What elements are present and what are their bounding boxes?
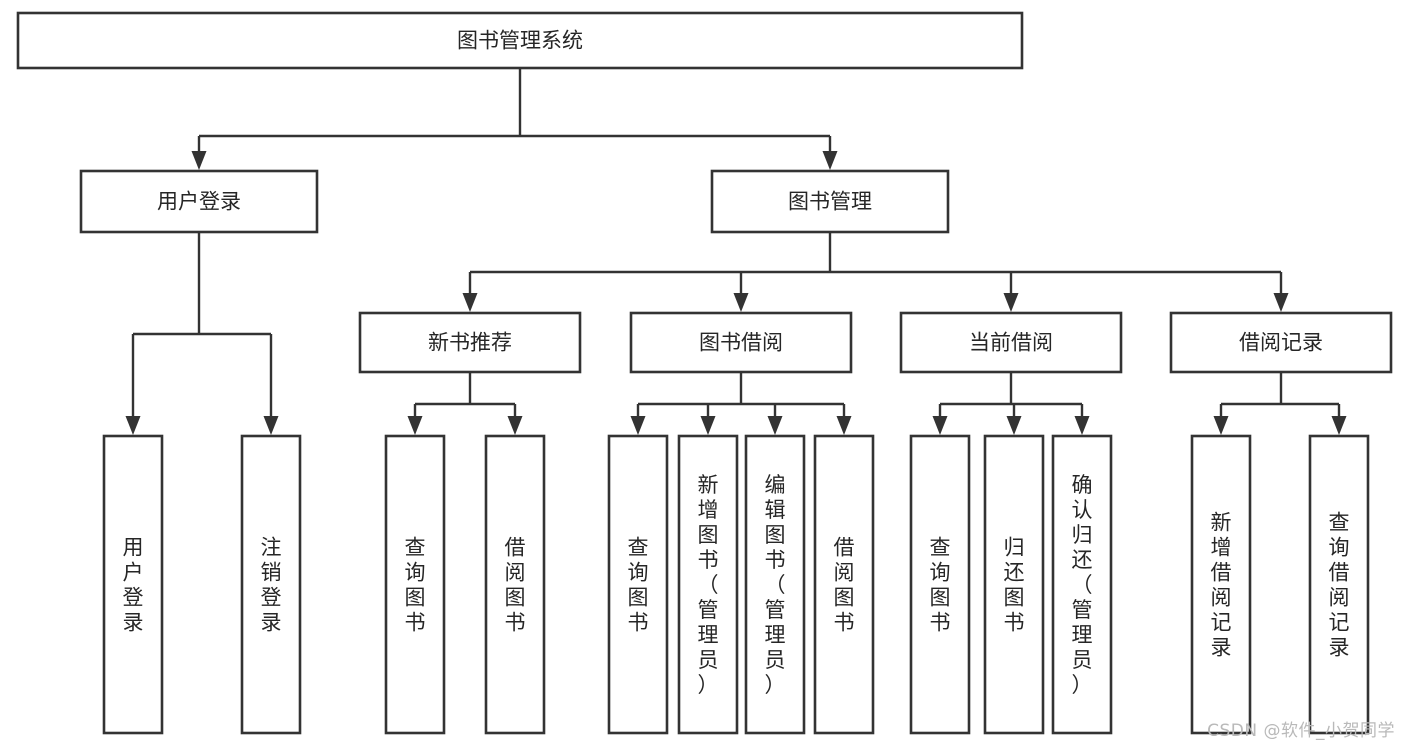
node-leaf-add-book[interactable]: 新增图书（管理员） — [677, 434, 739, 735]
node-label-current-borrow: 当前借阅 — [969, 331, 1053, 355]
node-box-leaf-confirm-return[interactable] — [1051, 434, 1113, 735]
node-leaf-return-book[interactable]: 归还图书 — [983, 434, 1045, 735]
node-box-leaf-borrow-book-2[interactable] — [813, 434, 875, 735]
node-book-manage[interactable]: 图书管理 — [710, 169, 950, 234]
node-box-user-login[interactable] — [79, 169, 319, 234]
node-box-book-borrow[interactable] — [629, 311, 853, 374]
node-new-book-recommend[interactable]: 新书推荐 — [358, 311, 582, 374]
node-layer: 图书管理系统用户登录图书管理新书推荐图书借阅当前借阅借阅记录用户登录注销登录查询… — [16, 11, 1393, 735]
node-box-leaf-query-book-2[interactable] — [607, 434, 669, 735]
node-label-leaf-return-book: 归还图书 — [1004, 536, 1025, 635]
node-box-leaf-add-book[interactable] — [677, 434, 739, 735]
node-label-book-borrow: 图书借阅 — [699, 331, 783, 355]
node-label-leaf-query-book-1: 查询图书 — [405, 536, 426, 635]
node-leaf-borrow-book-1[interactable]: 借阅图书 — [484, 434, 546, 735]
node-label-leaf-edit-book: 编辑图书（管理员） — [765, 473, 786, 697]
connector-layer — [125, 68, 1347, 435]
node-box-leaf-query-book-3[interactable] — [909, 434, 971, 735]
node-label-leaf-add-book: 新增图书（管理员） — [698, 473, 719, 697]
node-label-leaf-confirm-return: 确认归还（管理员） — [1072, 473, 1093, 697]
node-box-book-manage[interactable] — [710, 169, 950, 234]
node-leaf-query-book-1[interactable]: 查询图书 — [384, 434, 446, 735]
node-root[interactable]: 图书管理系统 — [16, 11, 1024, 70]
node-leaf-query-book-2[interactable]: 查询图书 — [607, 434, 669, 735]
node-label-leaf-query-book-3: 查询图书 — [930, 536, 951, 635]
node-leaf-borrow-book-2[interactable]: 借阅图书 — [813, 434, 875, 735]
node-box-leaf-edit-book[interactable] — [744, 434, 806, 735]
node-leaf-query-borrow-record[interactable]: 查询借阅记录 — [1308, 434, 1370, 735]
node-label-new-book-recommend: 新书推荐 — [428, 331, 512, 355]
node-box-leaf-add-borrow-record[interactable] — [1190, 434, 1252, 735]
csdn-watermark: CSDN @软件_小贺同学 — [1207, 721, 1395, 741]
node-box-current-borrow[interactable] — [899, 311, 1123, 374]
node-leaf-confirm-return[interactable]: 确认归还（管理员） — [1051, 434, 1113, 735]
node-current-borrow[interactable]: 当前借阅 — [899, 311, 1123, 374]
node-label-leaf-query-borrow-record: 查询借阅记录 — [1329, 511, 1350, 660]
node-box-leaf-logout-login[interactable] — [240, 434, 302, 735]
node-label-user-login: 用户登录 — [157, 190, 241, 214]
node-leaf-logout-login[interactable]: 注销登录 — [240, 434, 302, 735]
node-user-login[interactable]: 用户登录 — [79, 169, 319, 234]
node-borrow-record[interactable]: 借阅记录 — [1169, 311, 1393, 374]
node-label-leaf-logout-login: 注销登录 — [261, 536, 282, 635]
node-label-root: 图书管理系统 — [457, 29, 583, 53]
node-book-borrow[interactable]: 图书借阅 — [629, 311, 853, 374]
node-box-leaf-user-login[interactable] — [102, 434, 164, 735]
node-box-new-book-recommend[interactable] — [358, 311, 582, 374]
node-leaf-edit-book[interactable]: 编辑图书（管理员） — [744, 434, 806, 735]
node-label-leaf-add-borrow-record: 新增借阅记录 — [1211, 511, 1232, 660]
node-label-borrow-record: 借阅记录 — [1239, 331, 1323, 355]
node-leaf-add-borrow-record[interactable]: 新增借阅记录 — [1190, 434, 1252, 735]
node-box-borrow-record[interactable] — [1169, 311, 1393, 374]
node-box-leaf-return-book[interactable] — [983, 434, 1045, 735]
node-box-root[interactable] — [16, 11, 1024, 70]
node-box-leaf-borrow-book-1[interactable] — [484, 434, 546, 735]
node-box-leaf-query-book-1[interactable] — [384, 434, 446, 735]
node-label-leaf-query-book-2: 查询图书 — [628, 536, 649, 635]
node-leaf-query-book-3[interactable]: 查询图书 — [909, 434, 971, 735]
node-label-book-manage: 图书管理 — [788, 190, 872, 214]
node-label-leaf-borrow-book-1: 借阅图书 — [505, 536, 526, 635]
node-leaf-user-login[interactable]: 用户登录 — [102, 434, 164, 735]
node-box-leaf-query-borrow-record[interactable] — [1308, 434, 1370, 735]
node-label-leaf-user-login: 用户登录 — [123, 536, 144, 635]
node-label-leaf-borrow-book-2: 借阅图书 — [834, 536, 855, 635]
